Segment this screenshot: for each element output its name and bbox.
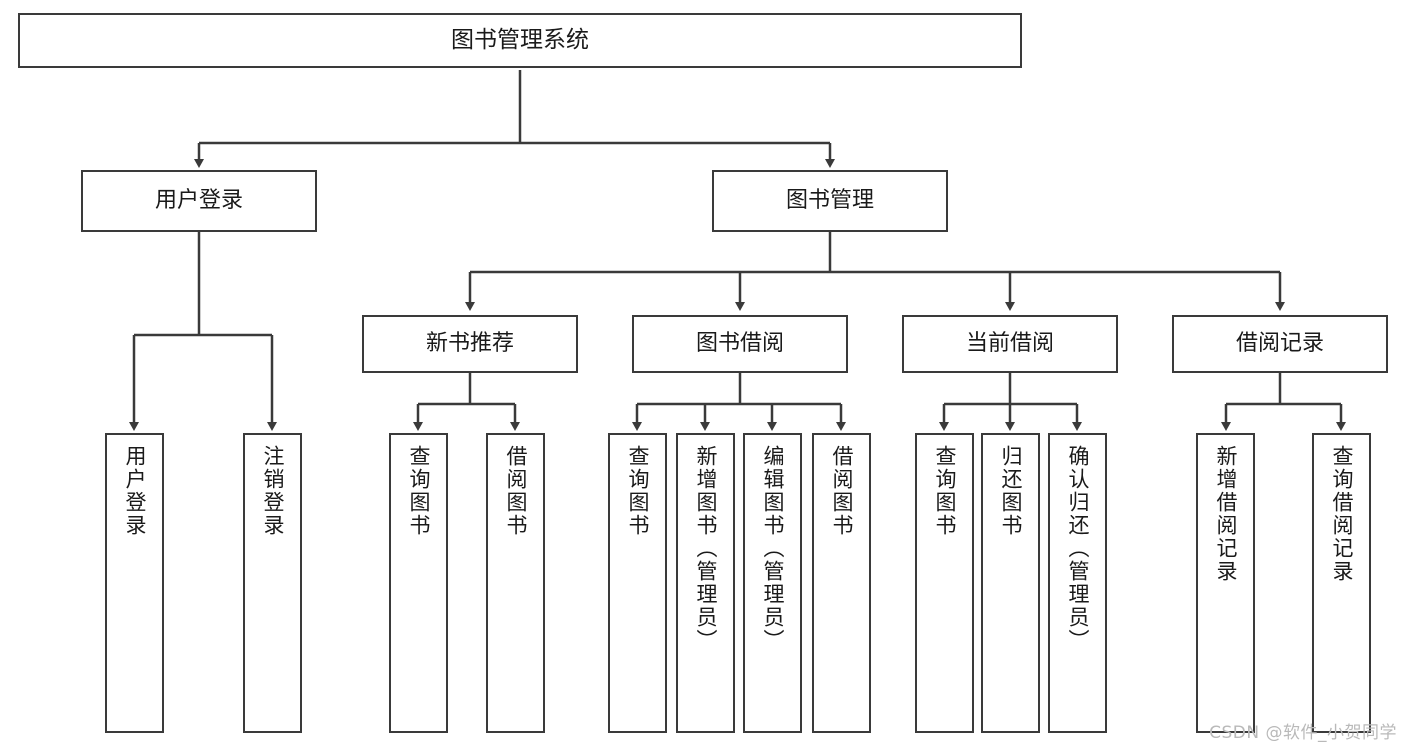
node-leaf-confirm-return-label: 确认归还（管理员） bbox=[1066, 445, 1090, 652]
node-root[interactable]: 图书管理系统 bbox=[18, 13, 1022, 68]
node-leaf-return-book-label: 归还图书 bbox=[999, 445, 1023, 537]
node-leaf-borrow-book-1-label: 借阅图书 bbox=[504, 445, 528, 537]
node-leaf-query-record[interactable]: 查询借阅记录 bbox=[1312, 433, 1371, 733]
node-leaf-add-book[interactable]: 新增图书（管理员） bbox=[676, 433, 735, 733]
node-leaf-query-book-3[interactable]: 查询图书 bbox=[915, 433, 974, 733]
node-leaf-add-book-label: 新增图书（管理员） bbox=[694, 445, 718, 652]
node-book-borrow-label: 图书借阅 bbox=[695, 331, 784, 357]
node-current-borrow-label: 当前借阅 bbox=[965, 331, 1054, 357]
node-leaf-query-book-3-label: 查询图书 bbox=[933, 445, 957, 537]
node-book-management[interactable]: 图书管理 bbox=[712, 170, 948, 232]
node-leaf-borrow-book-1[interactable]: 借阅图书 bbox=[486, 433, 545, 733]
node-leaf-borrow-book-2-label: 借阅图书 bbox=[830, 445, 854, 537]
node-leaf-edit-book-label: 编辑图书（管理员） bbox=[761, 445, 785, 652]
node-leaf-query-book-2-label: 查询图书 bbox=[626, 445, 650, 537]
node-leaf-add-record[interactable]: 新增借阅记录 bbox=[1196, 433, 1255, 733]
node-new-book-recommend-label: 新书推荐 bbox=[425, 331, 514, 357]
node-leaf-query-book-1-label: 查询图书 bbox=[407, 445, 431, 537]
node-leaf-logout-login-label: 注销登录 bbox=[261, 445, 285, 537]
node-user-login-label: 用户登录 bbox=[154, 188, 243, 214]
node-user-login[interactable]: 用户登录 bbox=[81, 170, 317, 232]
node-borrow-record-label: 借阅记录 bbox=[1235, 331, 1324, 357]
node-book-management-label: 图书管理 bbox=[785, 188, 874, 214]
node-root-label: 图书管理系统 bbox=[451, 26, 589, 53]
node-leaf-edit-book[interactable]: 编辑图书（管理员） bbox=[743, 433, 802, 733]
node-leaf-logout-login[interactable]: 注销登录 bbox=[243, 433, 302, 733]
node-leaf-query-book-2[interactable]: 查询图书 bbox=[608, 433, 667, 733]
node-leaf-query-record-label: 查询借阅记录 bbox=[1330, 445, 1354, 583]
node-leaf-query-book-1[interactable]: 查询图书 bbox=[389, 433, 448, 733]
node-leaf-user-login[interactable]: 用户登录 bbox=[105, 433, 164, 733]
node-leaf-confirm-return[interactable]: 确认归还（管理员） bbox=[1048, 433, 1107, 733]
node-borrow-record[interactable]: 借阅记录 bbox=[1172, 315, 1388, 373]
node-book-borrow[interactable]: 图书借阅 bbox=[632, 315, 848, 373]
node-leaf-return-book[interactable]: 归还图书 bbox=[981, 433, 1040, 733]
node-leaf-user-login-label: 用户登录 bbox=[123, 445, 147, 537]
node-leaf-borrow-book-2[interactable]: 借阅图书 bbox=[812, 433, 871, 733]
node-leaf-add-record-label: 新增借阅记录 bbox=[1214, 445, 1238, 583]
node-current-borrow[interactable]: 当前借阅 bbox=[902, 315, 1118, 373]
node-new-book-recommend[interactable]: 新书推荐 bbox=[362, 315, 578, 373]
